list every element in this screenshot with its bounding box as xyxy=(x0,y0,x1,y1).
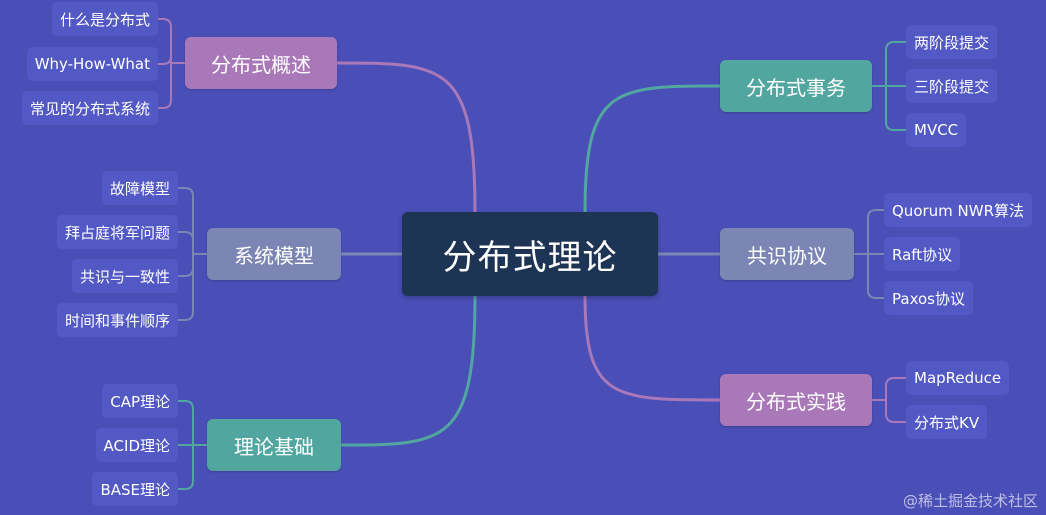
branch-model[interactable]: 系统模型 xyxy=(207,228,341,280)
leaf-theory-1[interactable]: ACID理论 xyxy=(95,428,178,462)
edge-leaf-practice-1 xyxy=(885,399,907,423)
leaf-consensus-2[interactable]: Paxos协议 xyxy=(884,281,973,315)
leaf-transaction-1[interactable]: 三阶段提交 xyxy=(906,69,998,103)
leaf-practice-0[interactable]: MapReduce xyxy=(906,361,1010,395)
leaf-theory-0[interactable]: CAP理论 xyxy=(102,384,178,418)
edge-leaf-transaction-2 xyxy=(885,85,907,131)
edge-leaf-theory-2 xyxy=(177,444,194,490)
edge-leaf-model-0 xyxy=(177,187,194,255)
leaf-consensus-0[interactable]: Quorum NWR算法 xyxy=(884,193,1033,227)
branch-transaction[interactable]: 分布式事务 xyxy=(720,60,872,112)
branch-practice[interactable]: 分布式实践 xyxy=(720,374,872,426)
leaf-transaction-2[interactable]: MVCC xyxy=(906,113,967,147)
edge-center-theory xyxy=(339,294,477,447)
edge-leaf-overview-1 xyxy=(157,55,172,65)
edge-leaf-model-3 xyxy=(177,253,194,321)
edge-leaf-transaction-0 xyxy=(885,41,907,87)
edge-leaf-theory-0 xyxy=(177,400,194,446)
leaf-model-2[interactable]: 共识与一致性 xyxy=(71,259,178,293)
edge-center-overview xyxy=(335,61,477,214)
branch-overview[interactable]: 分布式概述 xyxy=(185,37,337,89)
leaf-model-3[interactable]: 时间和事件顺序 xyxy=(56,303,178,337)
central-topic[interactable]: 分布式理论 xyxy=(402,212,658,296)
edge-leaf-practice-0 xyxy=(885,377,907,401)
leaf-overview-0[interactable]: 什么是分布式 xyxy=(51,2,158,36)
edge-leaf-overview-2 xyxy=(157,62,172,109)
leaf-transaction-0[interactable]: 两阶段提交 xyxy=(906,25,998,59)
leaf-model-1[interactable]: 拜占庭将军问题 xyxy=(56,215,178,249)
watermark: @稀土掘金技术社区 xyxy=(902,492,1038,510)
edge-leaf-overview-0 xyxy=(157,18,172,64)
leaf-practice-1[interactable]: 分布式KV xyxy=(906,405,988,439)
edge-leaf-consensus-0 xyxy=(867,209,885,255)
edge-leaf-model-1 xyxy=(177,231,194,255)
edge-center-transaction xyxy=(583,84,722,214)
leaf-model-0[interactable]: 故障模型 xyxy=(101,171,178,205)
edge-center-practice xyxy=(583,294,722,402)
leaf-theory-2[interactable]: BASE理论 xyxy=(92,472,178,506)
leaf-overview-2[interactable]: 常见的分布式系统 xyxy=(21,91,158,125)
edge-leaf-model-2 xyxy=(177,253,194,277)
branch-consensus[interactable]: 共识协议 xyxy=(720,228,854,280)
branch-theory[interactable]: 理论基础 xyxy=(207,419,341,471)
leaf-overview-1[interactable]: Why-How-What xyxy=(26,47,158,81)
leaf-consensus-1[interactable]: Raft协议 xyxy=(884,237,961,271)
edge-leaf-consensus-2 xyxy=(867,253,885,299)
